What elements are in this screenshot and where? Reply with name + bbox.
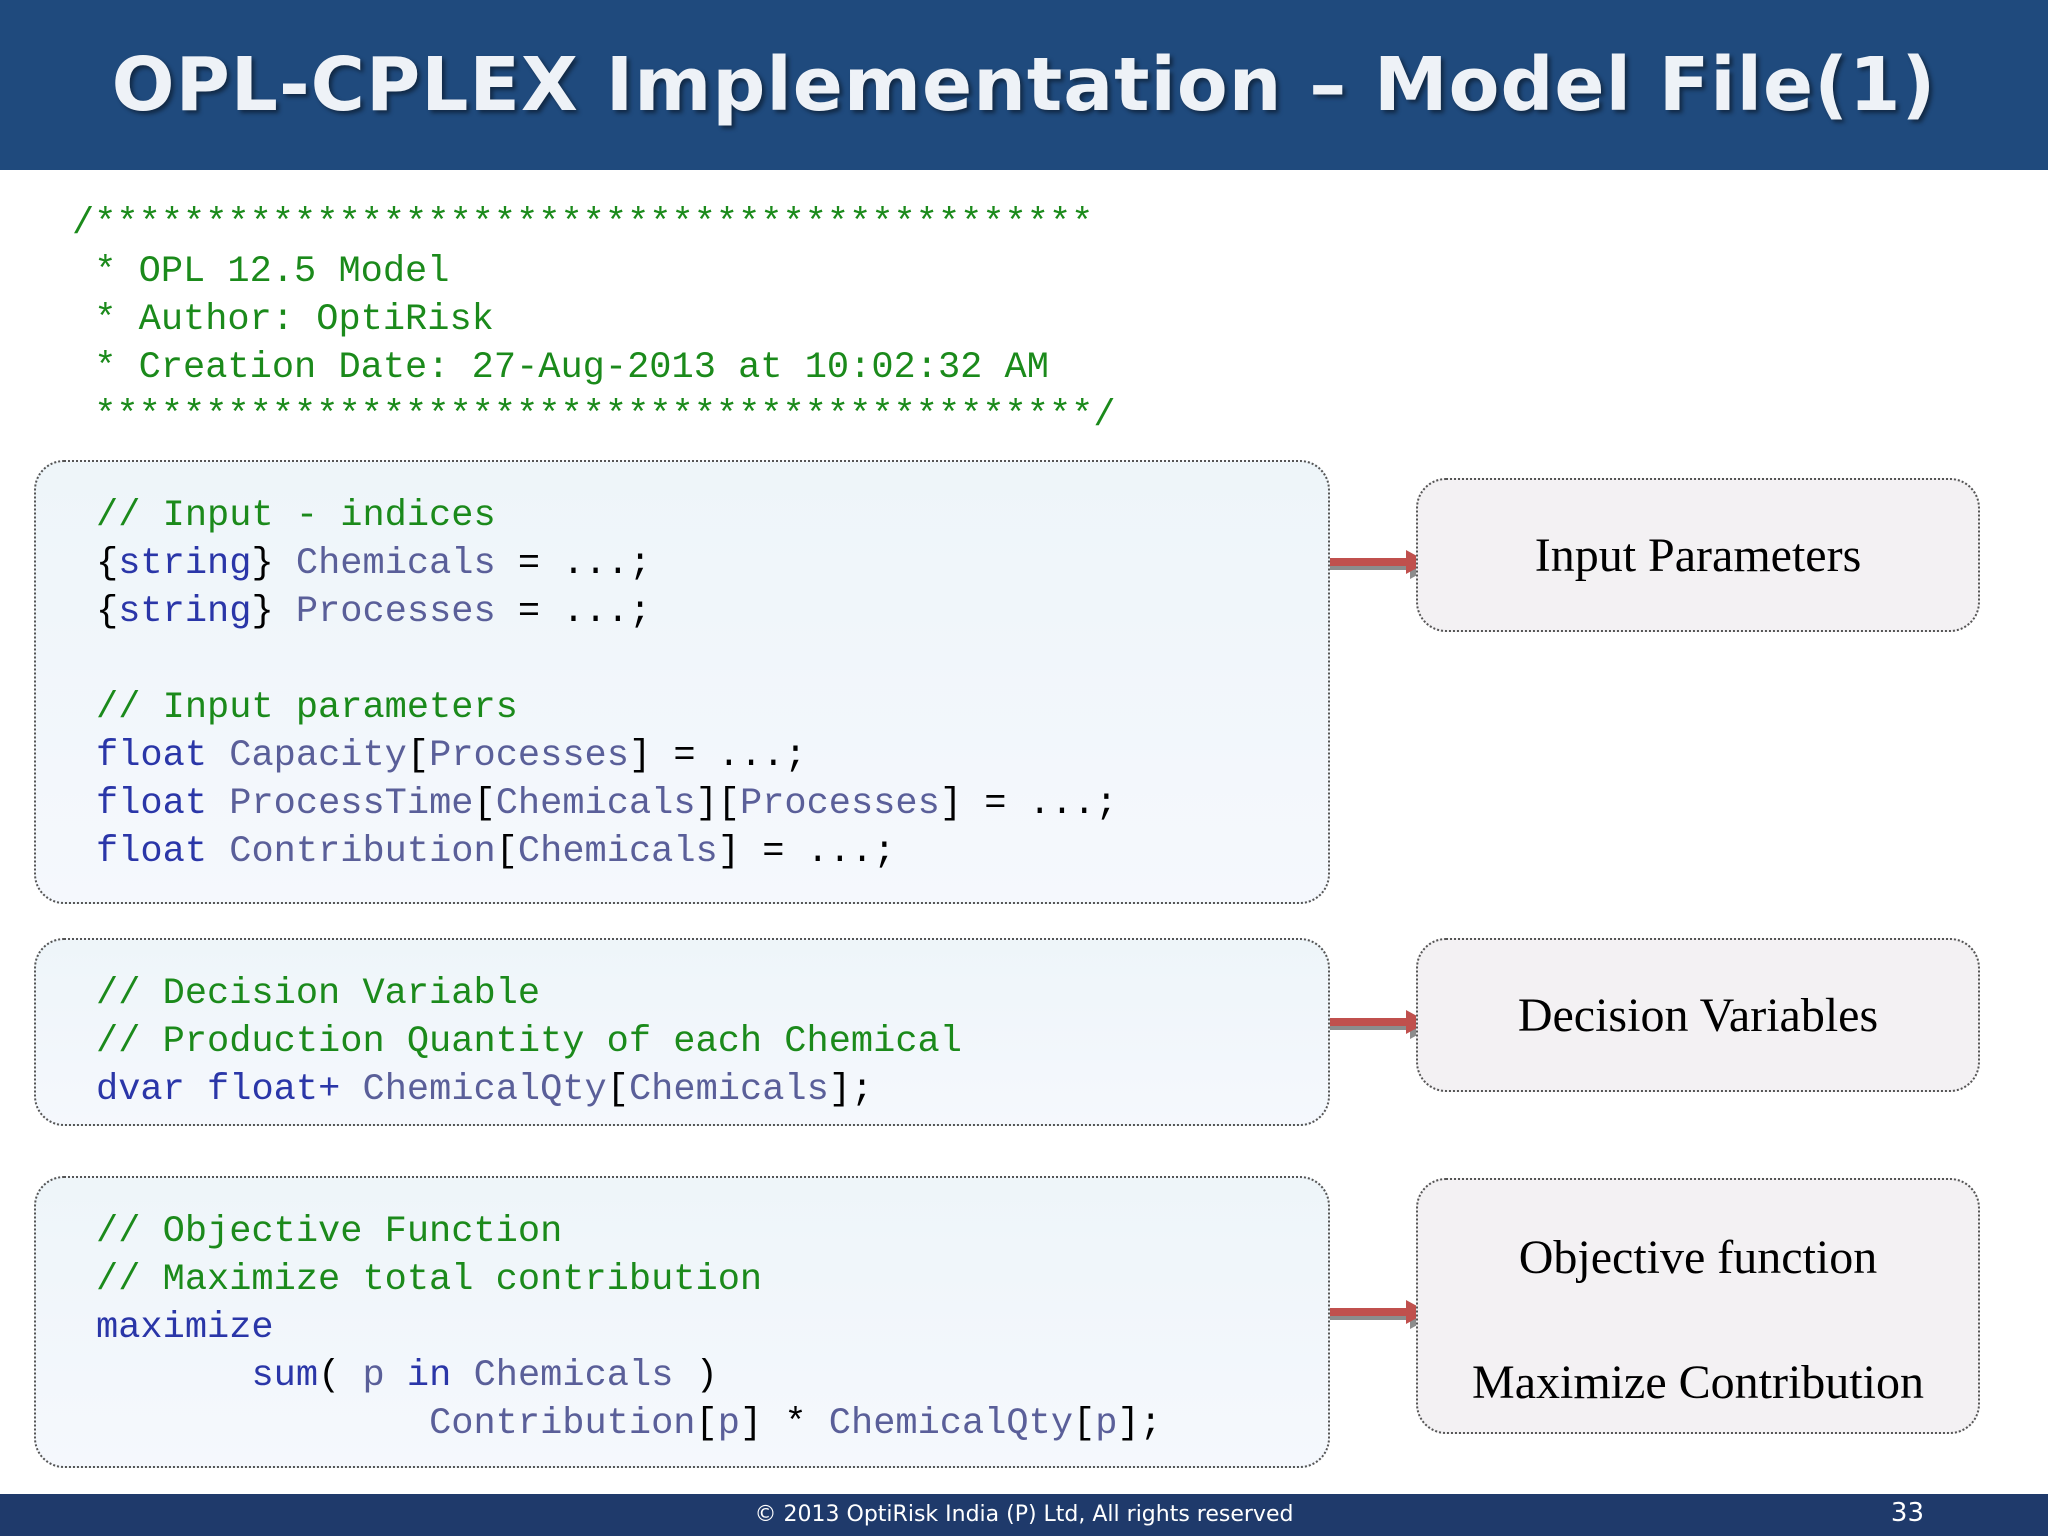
page-number: 33	[1890, 1498, 1924, 1528]
code-line: dvar float+ ChemicalQty[Chemicals];	[96, 1069, 874, 1111]
code-line: float Contribution[Chemicals] = ...;	[96, 831, 896, 873]
code-identifier: ChemicalQty	[362, 1069, 607, 1111]
code-keyword: in	[406, 1355, 452, 1397]
code-identifier: ProcessTime	[229, 783, 474, 825]
code-identifier: Capacity	[229, 735, 407, 777]
label-subtext: Maximize Contribution	[1472, 1356, 1924, 1409]
header-comment-block: /***************************************…	[72, 200, 1116, 440]
code-line: Contribution[p] * ChemicalQty[p];	[429, 1403, 1162, 1445]
code-identifier: Contribution	[429, 1403, 696, 1445]
objective-code: // Objective Function // Maximize total c…	[96, 1208, 1162, 1448]
code-keyword: string	[118, 591, 252, 633]
footer-bar: © 2013 OptiRisk India (P) Ltd, All right…	[0, 1494, 2048, 1536]
input-code: // Input - indices {string} Chemicals = .…	[96, 492, 1117, 876]
code-line: sum( p in Chemicals )	[251, 1355, 718, 1397]
title-bar: OPL-CPLEX Implementation – Model File(1)	[0, 0, 2048, 170]
comment-line: * OPL 12.5 Model	[72, 251, 450, 293]
label-text: Decision Variables	[1517, 988, 1879, 1042]
code-line: {string} Processes = ...;	[96, 591, 652, 633]
comment-line: /***************************************…	[72, 203, 1094, 245]
comment-line: * Author: OptiRisk	[72, 299, 494, 341]
objective-function-label: Objective function Maximize Contribution	[1416, 1178, 1980, 1434]
comment-line: * Creation Date: 27-Aug-2013 at 10:02:32…	[72, 347, 1049, 389]
label-text: Input Parameters	[1534, 528, 1862, 582]
code-keyword: maximize	[96, 1307, 274, 1349]
code-comment: // Input - indices	[96, 495, 496, 537]
code-comment: // Maximize total contribution	[96, 1259, 763, 1301]
input-parameters-label: Input Parameters	[1416, 478, 1980, 632]
label-text: Objective function	[1518, 1231, 1878, 1284]
code-line: {string} Chemicals = ...;	[96, 543, 652, 585]
code-line: float Capacity[Processes] = ...;	[96, 735, 807, 777]
code-identifier: Processes	[295, 591, 496, 633]
code-keyword: dvar	[96, 1069, 185, 1111]
code-comment: // Decision Variable	[96, 973, 541, 1015]
decision-variables-label: Decision Variables	[1416, 938, 1980, 1092]
decision-variable-code-box: // Decision Variable // Production Quanti…	[34, 938, 1330, 1126]
code-line: float ProcessTime[Chemicals][Processes] …	[96, 783, 1118, 825]
code-comment: // Objective Function	[96, 1211, 563, 1253]
input-code-box: // Input - indices {string} Chemicals = .…	[34, 460, 1330, 904]
code-identifier: Contribution	[229, 831, 496, 873]
code-comment: // Input parameters	[96, 687, 518, 729]
slide-title: OPL-CPLEX Implementation – Model File(1)	[111, 42, 1937, 128]
objective-code-box: // Objective Function // Maximize total c…	[34, 1176, 1330, 1468]
code-comment: // Production Quantity of each Chemical	[96, 1021, 962, 1063]
code-keyword: float+	[207, 1069, 341, 1111]
code-keyword: sum	[251, 1355, 319, 1397]
comment-line: ****************************************…	[72, 395, 1116, 437]
footer-copyright: © 2013 OptiRisk India (P) Ltd, All right…	[754, 1502, 1294, 1527]
code-keyword: string	[118, 543, 252, 585]
code-keyword: float	[96, 783, 208, 825]
code-identifier: ChemicalQty	[828, 1403, 1074, 1445]
code-keyword: float	[96, 831, 208, 873]
code-keyword: float	[96, 735, 208, 777]
dvar-code: // Decision Variable // Production Quanti…	[96, 970, 962, 1114]
code-identifier: Chemicals	[295, 543, 496, 585]
